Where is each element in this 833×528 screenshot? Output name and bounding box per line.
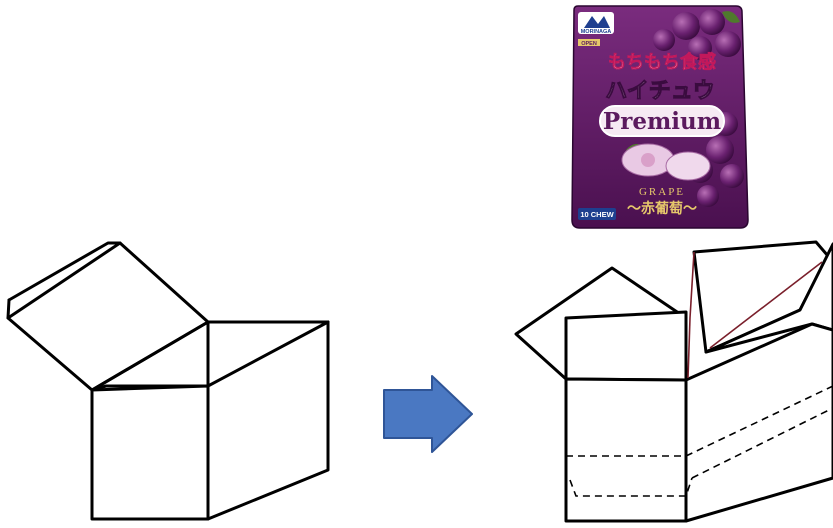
right-open-box: [516, 242, 833, 521]
right-box-inner-edge: [690, 252, 694, 318]
right-arrow-icon: [384, 376, 472, 452]
pouch-product-en: Premium: [603, 108, 721, 135]
pouch-tagline: もちもち食感: [608, 51, 716, 73]
right-box-side-panel: [686, 324, 833, 521]
brand-name: MORINAGA: [581, 29, 612, 35]
left-box-back-flap: [8, 243, 208, 390]
left-box-right-panel: [208, 322, 328, 519]
product-pouch: MORINAGA OPEN もちもち食感 ハイチュウ Premium GRAPE…: [572, 6, 748, 228]
left-box-front-face: [92, 386, 208, 519]
pouch-product-jp: ハイチュウ: [605, 79, 715, 104]
right-box-front-face: [566, 379, 686, 521]
pouch-flavor-jp: 〜赤葡萄〜: [627, 200, 697, 217]
right-box-front-inner-flap: [566, 312, 686, 380]
count-label: 10 CHEW: [580, 210, 614, 219]
pouch-flavor-en: GRAPE: [639, 186, 685, 198]
left-open-box: [8, 243, 328, 519]
open-tag-label: OPEN: [581, 41, 597, 47]
